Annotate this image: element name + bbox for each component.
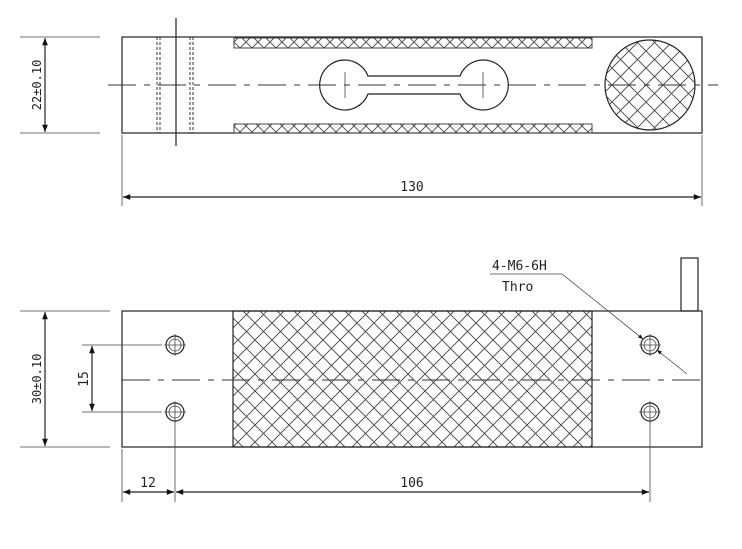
side-view: 30±0.10 15 12 106 4-M6-6H Thro: [20, 257, 703, 502]
edge-offset-label: 12: [140, 476, 156, 491]
length-dim-label: 130: [400, 180, 423, 195]
threaded-holes: [164, 334, 661, 423]
thread-callout: 4-M6-6H: [492, 259, 547, 274]
thread-note: Thro: [502, 280, 533, 295]
strain-gauge-area-side: [232, 310, 593, 448]
callout-leader: [561, 273, 644, 340]
hole-span-label: 106: [400, 476, 423, 491]
strain-gauge-area-bottom: [233, 123, 593, 134]
dumbbell-slot: [319, 59, 509, 111]
mounting-boss-hatched: [604, 39, 696, 131]
height-dim-label-side: 30±0.10: [30, 354, 44, 405]
hole-spacing-label: 15: [77, 371, 92, 387]
cable-post: [680, 257, 699, 312]
top-view: 22±0.10 130: [20, 18, 718, 206]
strain-gauge-area-top: [233, 37, 593, 49]
height-dim-label-top: 22±0.10: [30, 60, 44, 111]
